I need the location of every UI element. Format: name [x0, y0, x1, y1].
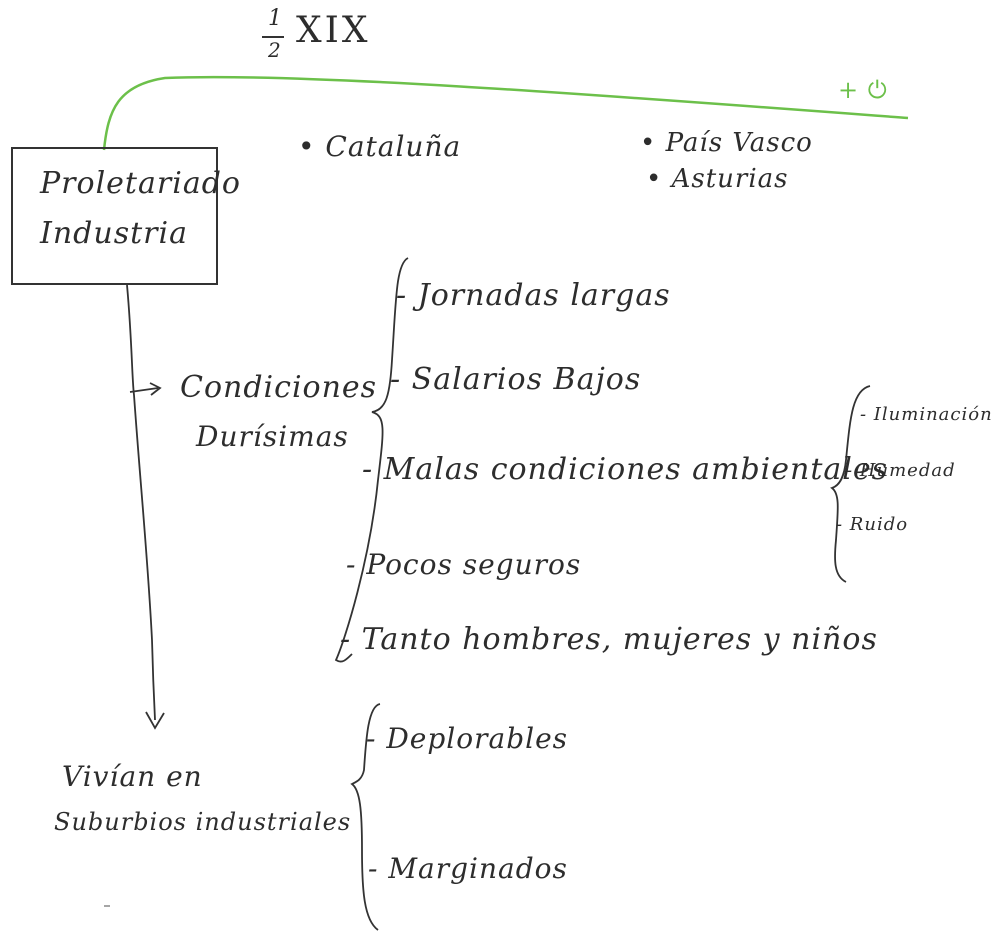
proletariado-box — [11, 147, 218, 285]
region-cataluna: • Cataluña — [298, 130, 462, 163]
box-line-2: Industria — [40, 216, 188, 251]
title-fraction-num: 1 — [268, 6, 283, 31]
condition-item-4: - Pocos seguros — [346, 548, 582, 581]
conditions-label-2: Durísimas — [196, 420, 349, 453]
box-connector-line — [126, 284, 156, 721]
living-brace — [350, 703, 381, 931]
condition-item-2: - Salarios Bajos — [390, 362, 642, 397]
title-fraction-bar — [262, 36, 284, 38]
ambient-brace — [830, 385, 871, 583]
condition-item-1: - Jornadas largas — [396, 278, 671, 313]
ambient-item-1: - Iluminación — [860, 404, 993, 425]
living-label-2: Suburbios industriales — [54, 808, 352, 836]
living-item-2: - Marginados — [368, 852, 568, 885]
condition-item-5: - Tanto hombres, mujeres y niños — [340, 622, 878, 657]
title-fraction-den: 2 — [268, 38, 282, 62]
ambient-item-3: - Ruido — [836, 514, 909, 535]
ambient-item-2: - Humedad — [846, 460, 956, 481]
timeline-line — [102, 75, 909, 151]
condition-item-3: - Malas condiciones ambientales — [362, 452, 889, 487]
region-pais-vasco: • País Vasco — [640, 128, 813, 158]
arrow-to-living — [145, 711, 165, 730]
title-roman: XIX — [296, 10, 371, 51]
living-item-1: - Deplorables — [366, 722, 569, 755]
living-label-1: Vivían en — [62, 760, 203, 793]
timeline-mark: + ⏻ — [838, 76, 888, 104]
conditions-brace — [334, 257, 409, 663]
region-asturias: • Asturias — [646, 164, 789, 194]
conditions-label-1: Condiciones — [180, 370, 378, 405]
arrow-to-conditions — [129, 387, 159, 393]
box-line-1: Proletariado — [40, 166, 241, 201]
